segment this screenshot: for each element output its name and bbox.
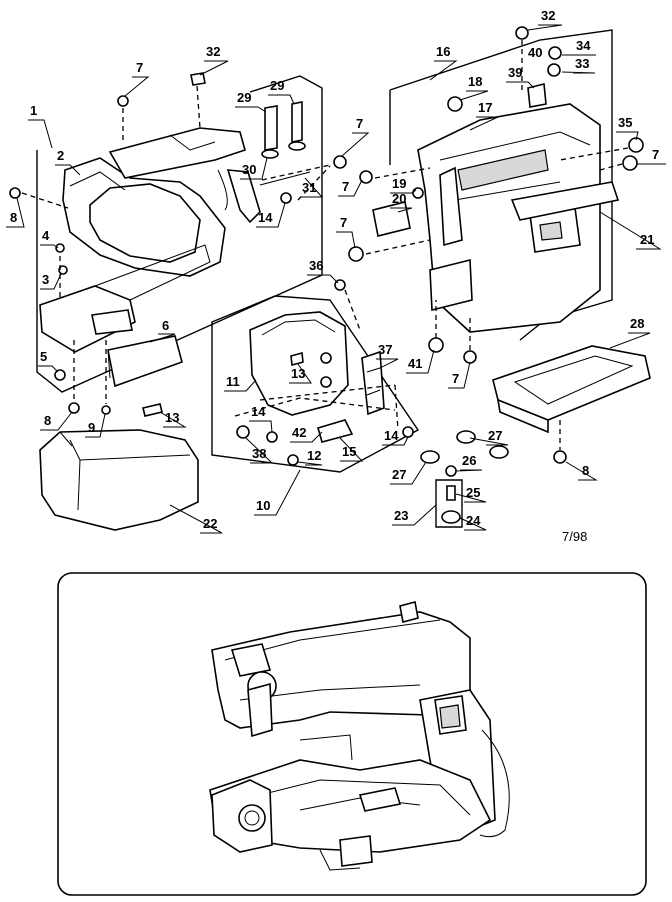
label-1: 1 xyxy=(30,103,37,118)
label-16: 16 xyxy=(436,44,450,59)
label-24: 24 xyxy=(466,513,481,528)
front-cover-assembly xyxy=(9,72,347,417)
label-29a: 29 xyxy=(237,90,251,105)
label-42: 42 xyxy=(292,425,306,440)
label-26: 26 xyxy=(462,453,476,468)
label-7-right: 7 xyxy=(652,147,659,162)
label-8-low: 8 xyxy=(44,413,51,428)
label-14-center: 14 xyxy=(251,404,266,419)
label-7-r1: 7 xyxy=(342,179,349,194)
label-36: 36 xyxy=(309,258,323,273)
label-22: 22 xyxy=(203,516,217,531)
label-27-b: 27 xyxy=(392,467,406,482)
label-27-a: 27 xyxy=(488,428,502,443)
label-34: 34 xyxy=(576,38,591,53)
label-31: 31 xyxy=(302,180,316,195)
label-10: 10 xyxy=(256,498,270,513)
date-code: 7/98 xyxy=(562,529,587,544)
label-41: 41 xyxy=(408,356,422,371)
label-6: 6 xyxy=(162,318,169,333)
label-19: 19 xyxy=(392,176,406,191)
label-9: 9 xyxy=(88,420,95,435)
label-17: 17 xyxy=(478,100,492,115)
label-7-mid: 7 xyxy=(356,116,363,131)
label-7-low: 7 xyxy=(452,371,459,386)
label-29b: 29 xyxy=(270,78,284,93)
label-14-right: 14 xyxy=(384,428,399,443)
machine-frame-panel xyxy=(57,572,647,896)
label-32-right: 32 xyxy=(541,8,555,23)
label-38: 38 xyxy=(252,446,266,461)
label-13-center: 13 xyxy=(291,366,305,381)
label-14-top: 14 xyxy=(258,210,273,225)
side-cover-assembly xyxy=(211,279,420,473)
label-3: 3 xyxy=(42,272,49,287)
label-40: 40 xyxy=(528,45,542,60)
rear-cover-assembly xyxy=(348,26,644,364)
label-7: 7 xyxy=(136,60,143,75)
feet-parts xyxy=(420,430,509,528)
label-37: 37 xyxy=(378,342,392,357)
label-8-left: 8 xyxy=(10,210,17,225)
label-8-right: 8 xyxy=(582,463,589,478)
label-39: 39 xyxy=(508,65,522,80)
label-33: 33 xyxy=(575,56,589,71)
carrying-case xyxy=(39,429,199,531)
label-11: 11 xyxy=(226,374,240,389)
label-23: 23 xyxy=(394,508,408,523)
label-30: 30 xyxy=(242,162,256,177)
label-7-r2: 7 xyxy=(340,215,347,230)
part-labels: 1 2 7 32 29 29 30 31 7 8 14 4 3 6 5 8 9 … xyxy=(6,8,666,534)
base-plate-assembly xyxy=(492,345,651,464)
label-25: 25 xyxy=(466,485,480,500)
label-35: 35 xyxy=(618,115,632,130)
label-18: 18 xyxy=(468,74,482,89)
label-4: 4 xyxy=(42,228,50,243)
label-2: 2 xyxy=(57,148,64,163)
label-28: 28 xyxy=(630,316,644,331)
label-5: 5 xyxy=(40,349,47,364)
label-15: 15 xyxy=(342,444,356,459)
label-12: 12 xyxy=(307,448,321,463)
label-20: 20 xyxy=(392,191,406,206)
label-32: 32 xyxy=(206,44,220,59)
